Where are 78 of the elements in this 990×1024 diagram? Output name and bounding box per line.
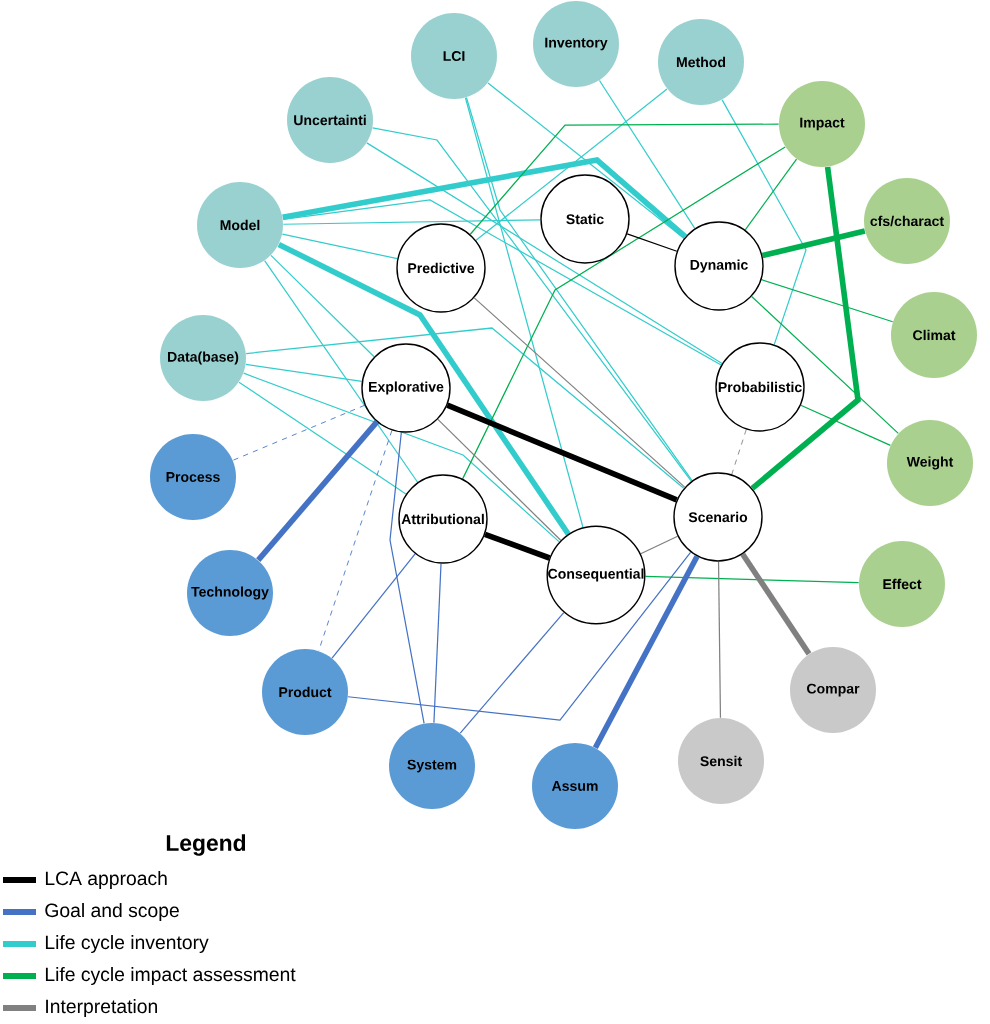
connector-line xyxy=(740,552,812,656)
circle-node: LCI xyxy=(411,13,497,99)
circle-node: Attributional xyxy=(398,474,488,564)
connector-line xyxy=(473,297,686,488)
circle-node: Product xyxy=(262,649,348,735)
circle-node: Consequential xyxy=(546,525,646,625)
connector-line xyxy=(281,233,398,260)
connector-line xyxy=(464,97,584,528)
circle-node: Explorative xyxy=(361,343,451,433)
connector-line xyxy=(446,402,678,503)
connector-line xyxy=(469,123,780,235)
connector-line xyxy=(245,363,363,383)
connector-line xyxy=(487,82,685,239)
connector-line xyxy=(347,551,692,721)
connector-line xyxy=(282,199,722,366)
connector-line xyxy=(721,99,807,346)
circle-node: Process xyxy=(150,434,236,520)
legend-title: Legend xyxy=(166,834,246,856)
legend-label: Life cycle inventory xyxy=(45,935,209,953)
legend-label: Life cycle impact assessment xyxy=(45,967,296,985)
connector-line xyxy=(731,429,747,475)
connector-line xyxy=(761,228,866,259)
connector-line xyxy=(640,535,679,555)
connector-line xyxy=(232,404,366,461)
connector-line xyxy=(465,96,693,482)
connector-line xyxy=(256,420,379,562)
circle-node: Scenario xyxy=(673,472,763,562)
connector-line xyxy=(245,327,685,489)
circle-node: Data(base) xyxy=(160,315,246,401)
connector-line xyxy=(598,79,696,230)
connector-line xyxy=(389,431,425,724)
connector-line xyxy=(750,166,861,491)
connector-line xyxy=(433,563,442,724)
circle-node: Uncertainti xyxy=(287,77,373,163)
circle-node: Impact xyxy=(779,81,865,167)
connector-line xyxy=(282,219,541,225)
connector-line xyxy=(264,260,419,483)
connector-line xyxy=(462,146,786,480)
connector-line xyxy=(800,404,892,446)
connector-line xyxy=(318,430,393,652)
circle-node: Effect xyxy=(859,541,945,627)
circle-node: Predictive xyxy=(396,223,486,313)
connector-line xyxy=(475,88,668,241)
circle-node: Static xyxy=(540,174,630,264)
connector-line xyxy=(717,561,722,719)
connector-line xyxy=(626,233,678,252)
connector-line xyxy=(243,372,560,543)
circle-node: Probabilistic xyxy=(715,342,805,432)
circle-node: Sensit xyxy=(678,718,764,804)
connector-line xyxy=(277,241,571,536)
circle-node: System xyxy=(389,723,475,809)
connector-line xyxy=(459,611,565,734)
circle-node: Climat xyxy=(891,292,977,378)
legend-label: Interpretation xyxy=(46,999,157,1017)
connector-line xyxy=(270,254,375,358)
circle-node: Compar xyxy=(790,647,876,733)
connector-line xyxy=(644,575,860,584)
connector-line xyxy=(760,279,894,323)
circle-node: Technology xyxy=(187,550,273,636)
connector-line xyxy=(372,127,692,482)
circle-node: Weight xyxy=(887,420,973,506)
connector-line xyxy=(282,157,688,239)
circle-node: Dynamic xyxy=(674,221,764,311)
connector-line xyxy=(751,295,899,435)
circle-node: Assum xyxy=(532,743,618,829)
connector-line xyxy=(366,142,723,365)
circle-node: Method xyxy=(658,19,744,105)
circle-node: cfs/charact xyxy=(864,178,950,264)
legend-label: LCA approach xyxy=(45,871,167,889)
connector-line xyxy=(592,555,700,750)
circle-node: Model xyxy=(197,182,283,268)
connector-line xyxy=(437,418,562,541)
connector-line xyxy=(331,553,416,659)
connector-line xyxy=(484,531,551,561)
connector-line xyxy=(238,381,407,495)
legend-label: Goal and scope xyxy=(45,903,179,921)
circle-node: Inventory xyxy=(533,1,619,87)
connector-line xyxy=(744,158,798,231)
